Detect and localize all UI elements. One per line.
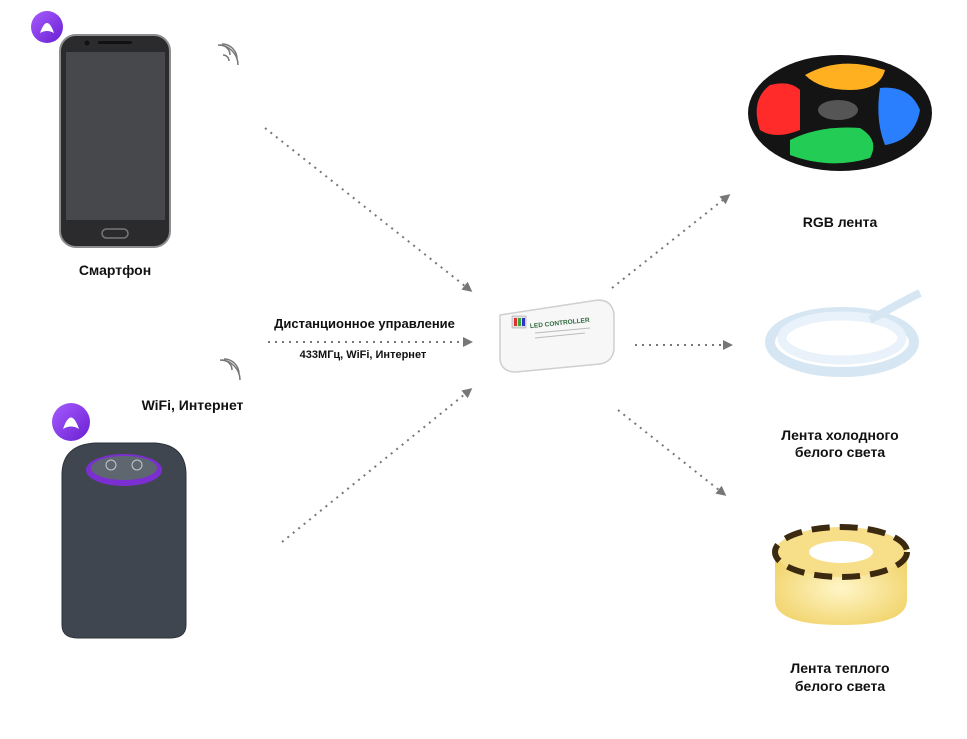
cold-white-strip-label-line1: Лента холодного [781, 427, 899, 443]
wifi-internet-label: WiFi, Интернет [141, 397, 244, 413]
warm-white-strip-label-line2: белого света [794, 678, 886, 694]
remote-control-sublabel: 433МГц, WiFi, Интернет [299, 349, 427, 361]
wifi-signal-icon [219, 358, 241, 381]
cold-white-strip-label-line2: белого света [794, 444, 886, 460]
alice-logo-icon [31, 11, 63, 43]
arrow-speaker-to-controller [281, 388, 473, 543]
arrow-smartphone-to-controller [264, 127, 473, 292]
remote-control-label: Дистанционное управление [274, 316, 455, 331]
smart-speaker-image [61, 442, 187, 639]
smartphone-image [59, 34, 171, 248]
wifi-signal-icon [217, 43, 239, 66]
rgb-strip-image [748, 55, 932, 171]
led-controller-image: LED CONTROLLER [499, 299, 615, 373]
arrow-controller-to-warm [617, 409, 727, 496]
rgb-strip-label: RGB лента [802, 214, 878, 230]
warm-white-strip-image [772, 524, 910, 625]
smartphone-label: Смартфон [78, 262, 152, 278]
alice-logo-icon [52, 403, 90, 441]
warm-white-strip-label-line1: Лента теплого [790, 660, 890, 676]
cold-white-strip-image [765, 289, 922, 377]
arrow-controller-to-rgb [611, 194, 731, 289]
